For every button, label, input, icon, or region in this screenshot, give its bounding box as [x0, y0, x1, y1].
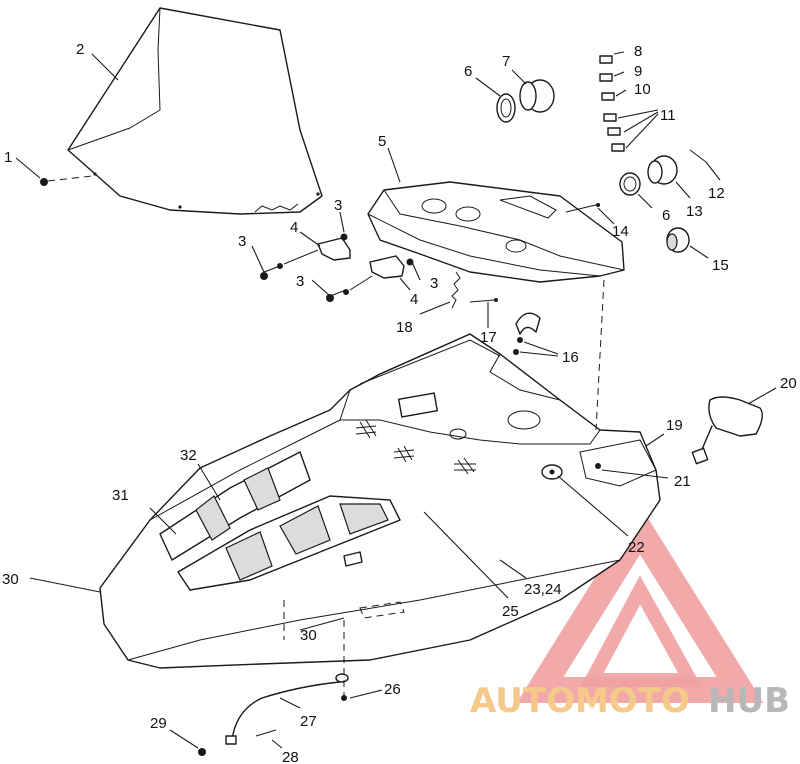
callout-26: 26 — [384, 681, 401, 698]
callout-27: 27 — [300, 713, 317, 730]
screw-28 — [255, 729, 277, 737]
callout-13: 13 — [686, 203, 703, 220]
alignment-lines — [283, 279, 605, 640]
gauge-13 — [647, 155, 678, 185]
windshield — [67, 7, 323, 215]
leader-lines — [15, 51, 777, 749]
callout-6: 6 — [662, 207, 670, 224]
callout-18: 18 — [396, 319, 413, 336]
callout-22: 22 — [628, 539, 645, 556]
screw-26 — [341, 620, 347, 701]
callout-7: 7 — [502, 53, 510, 70]
callout-2: 2 — [76, 41, 84, 58]
watermark-text: AUTOMOTO HUB — [470, 681, 790, 721]
callout-16: 16 — [562, 349, 579, 366]
watermark-logo — [516, 505, 764, 703]
callout-20: 20 — [780, 375, 797, 392]
spring-18 — [451, 271, 461, 309]
nut-29 — [198, 748, 206, 756]
callout-10: 10 — [634, 81, 651, 98]
cable-27 — [225, 673, 349, 745]
callout-6: 6 — [464, 63, 472, 80]
callout-labels: 1 2 3 3 3 3 4 4 5 6 6 7 8 9 10 11 12 13 … — [2, 41, 797, 764]
screw-1 — [40, 175, 93, 186]
callout-17: 17 — [480, 329, 497, 346]
callout-30b: 30 — [300, 627, 317, 644]
fasteners-3 — [260, 249, 373, 302]
callout-1: 1 — [4, 149, 12, 166]
callout-31: 31 — [112, 487, 129, 504]
callout-14: 14 — [612, 223, 629, 240]
callout-3: 3 — [334, 197, 342, 214]
screw-17 — [469, 298, 498, 303]
callout-11: 11 — [660, 107, 676, 124]
gauge-7 — [519, 79, 555, 113]
callout-4: 4 — [410, 291, 418, 308]
callout-19: 19 — [666, 417, 683, 434]
callout-3: 3 — [430, 275, 438, 292]
watermark-part1: AUTOMOTO — [470, 681, 690, 721]
callout-9: 9 — [634, 63, 642, 80]
dash-panel — [367, 181, 625, 283]
callout-28: 28 — [282, 749, 299, 764]
gasket-6-upper — [496, 93, 516, 123]
gasket-6-lower — [619, 172, 641, 196]
clamp-16 — [513, 312, 541, 355]
callout-25: 25 — [502, 603, 519, 620]
callout-21: 21 — [674, 473, 691, 490]
screw-14 — [565, 203, 601, 213]
callout-23-24: 23,24 — [524, 581, 562, 598]
vent-grilles — [159, 451, 401, 591]
watermark-part2: HUB — [708, 681, 790, 721]
clips-8-11 — [599, 55, 625, 152]
bracket-4-lower — [369, 255, 414, 279]
switch-15 — [666, 227, 690, 253]
screw-12 — [689, 149, 707, 163]
callout-15: 15 — [712, 257, 729, 274]
mirror-20 — [691, 396, 763, 465]
callout-3: 3 — [296, 273, 304, 290]
callout-4: 4 — [290, 219, 298, 236]
callout-32: 32 — [180, 447, 197, 464]
callout-29: 29 — [150, 715, 167, 732]
callout-8: 8 — [634, 43, 642, 60]
callout-12: 12 — [708, 185, 725, 202]
bracket-4-upper — [317, 233, 351, 261]
callout-30: 30 — [2, 571, 19, 588]
callout-5: 5 — [378, 133, 386, 150]
callout-3: 3 — [238, 233, 246, 250]
